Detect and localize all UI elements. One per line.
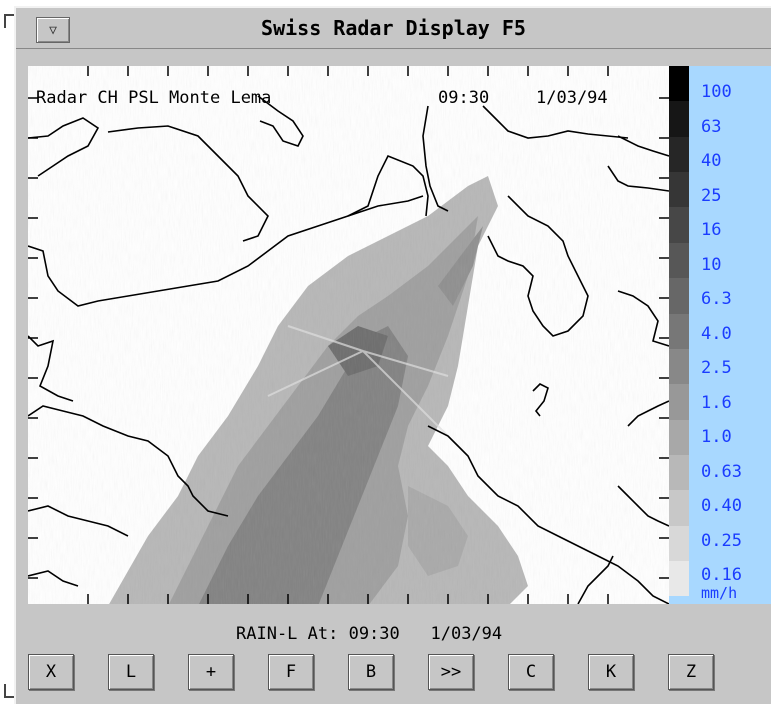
scale-label: 63 [701, 116, 722, 137]
status-product: RAIN-L At: 09:30 [236, 624, 400, 644]
scale-segment [669, 384, 689, 420]
precipitation-echo [28, 66, 669, 604]
scale-segment [669, 207, 689, 243]
title-bar[interactable]: ▽ Swiss Radar Display F5 [16, 8, 771, 49]
scale-label: 0.25 [701, 530, 742, 551]
scale-segment [669, 454, 689, 491]
map-date: 1/03/94 [536, 88, 608, 108]
scale-unit: mm/h [701, 584, 738, 602]
scale-segment [669, 419, 689, 455]
status-line: RAIN-L At: 09:30 1/03/94 [236, 624, 502, 644]
scale-segment [669, 490, 689, 526]
rain-rate-legend: 100 63 40 25 16 10 6.3 4.0 2.5 1.6 1.0 0.63 0.40 0.25… [669, 66, 771, 604]
window-frame-corner-icon [4, 684, 18, 698]
scale-segment [669, 313, 689, 349]
control-button-0[interactable]: X [28, 654, 74, 690]
scale-label: 0.63 [701, 461, 742, 482]
triangle-down-icon: ▽ [49, 22, 57, 38]
scale-label: 2.5 [701, 358, 732, 378]
scale-label: 100 [701, 82, 732, 102]
radar-window: ▽ Swiss Radar Display F5 [14, 6, 771, 704]
scale-segment [669, 66, 689, 102]
control-button-5[interactable]: >> [428, 654, 474, 690]
status-date: 1/03/94 [430, 624, 503, 644]
grid-ticks [28, 66, 669, 604]
scale-segment [669, 348, 689, 385]
color-scale-bar [669, 66, 689, 604]
scale-label: 10 [701, 254, 722, 275]
scale-segment [669, 136, 689, 173]
scale-segment [669, 101, 689, 137]
scale-label: 0.40 [701, 496, 742, 516]
scale-segment [669, 242, 689, 279]
scale-label: 0.16 [701, 565, 742, 585]
scale-label: 4.0 [701, 323, 732, 344]
control-button-3[interactable]: F [268, 654, 314, 690]
radar-map[interactable]: Radar CH PSL Monte Lema 09:30 1/03/94 [28, 66, 669, 604]
scale-label: 6.3 [701, 289, 732, 309]
scale-label: 40 [701, 151, 722, 171]
window-frame-corner-icon [4, 14, 18, 28]
control-button-2[interactable]: + [188, 654, 234, 690]
control-button-4[interactable]: B [348, 654, 394, 690]
window-menu-button[interactable]: ▽ [36, 17, 70, 43]
window-title: Swiss Radar Display F5 [261, 16, 526, 40]
scale-segment [669, 278, 689, 314]
scale-segment [669, 561, 689, 597]
scale-label: 1.6 [701, 392, 732, 413]
control-button-8[interactable]: Z [668, 654, 714, 690]
scale-segment [669, 172, 689, 208]
control-button-6[interactable]: C [508, 654, 554, 690]
station-label: Radar CH PSL Monte Lema [36, 88, 272, 108]
radar-map-canvas [28, 66, 669, 604]
control-button-7[interactable]: K [588, 654, 634, 690]
scale-label: 1.0 [701, 427, 732, 447]
map-boundaries [28, 95, 669, 604]
scale-label: 25 [701, 185, 722, 206]
map-time: 09:30 [438, 88, 490, 108]
scale-label: 16 [701, 220, 722, 240]
scale-segment [669, 525, 689, 562]
control-button-1[interactable]: L [108, 654, 154, 690]
